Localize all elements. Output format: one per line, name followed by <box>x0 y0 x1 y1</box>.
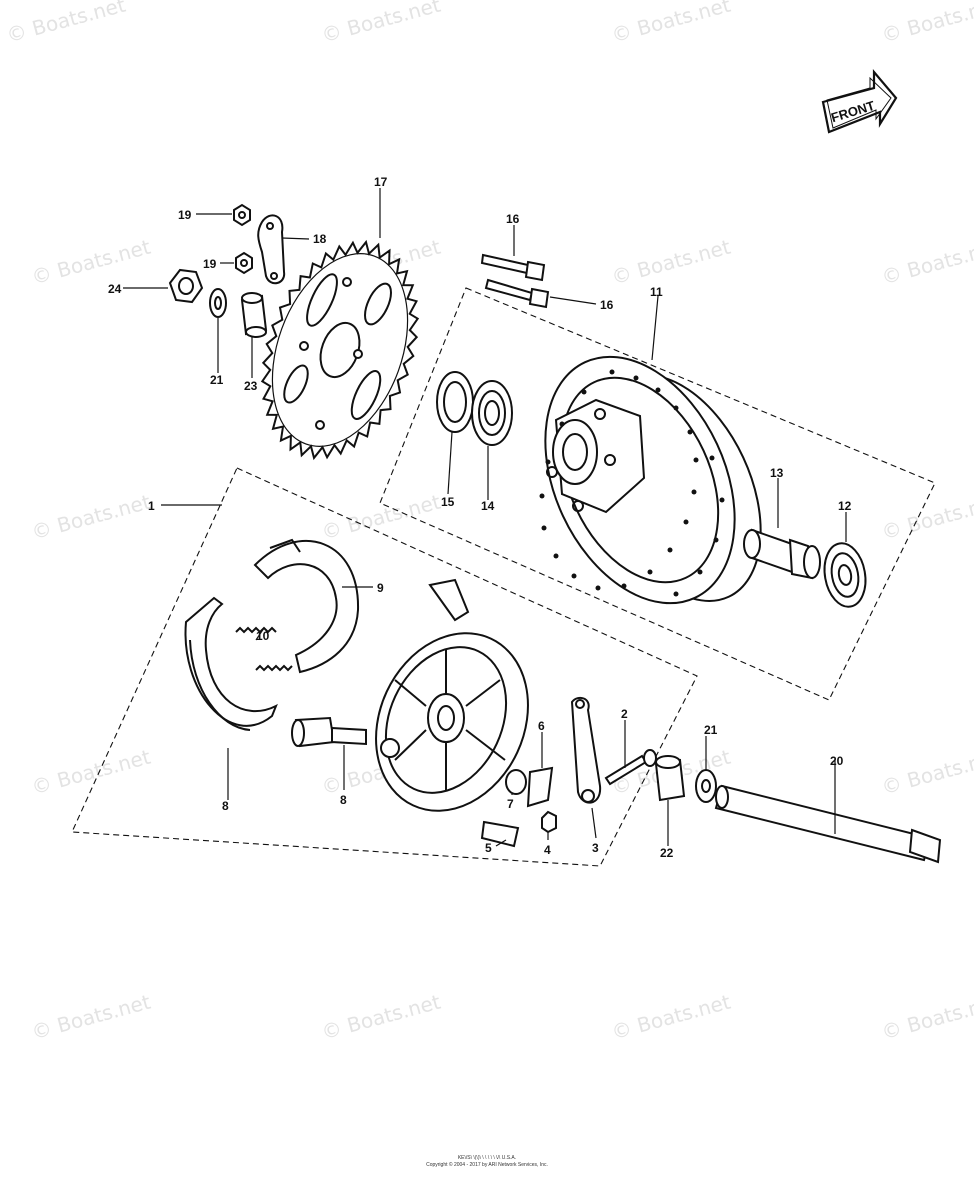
callout-5: 5 <box>485 841 492 855</box>
nut-4 <box>541 810 557 834</box>
brake-group-boundary <box>71 467 698 867</box>
wheel-hub <box>539 355 762 605</box>
callout-12: 12 <box>838 499 852 513</box>
collar-23 <box>240 292 268 338</box>
bearing-14 <box>471 380 513 446</box>
brake-shoe-6 <box>184 596 278 731</box>
callout-21-left: 21 <box>210 373 224 387</box>
callout-10: 10 <box>256 629 270 643</box>
springs-10 <box>235 626 293 672</box>
nut-19-upper <box>233 203 251 227</box>
brake-panel <box>375 578 529 812</box>
spacer-13 <box>743 528 821 580</box>
callout-3: 3 <box>592 841 599 855</box>
footer-line-1: KE\/S\ \(\)\ \ \ \ \ \ \/\ U.S.A. <box>457 1155 517 1161</box>
front-arrow-icon: FRONT <box>821 68 898 134</box>
bolt-16-lower <box>484 278 550 309</box>
footer-copyright: Copyright © 2004 - 2017 by ARI Network S… <box>426 1162 548 1168</box>
cam-lever-3 <box>570 696 602 804</box>
callout-6: 6 <box>538 719 545 733</box>
callout-21-right: 21 <box>704 723 718 737</box>
washer-21-right <box>695 769 717 803</box>
bolt-2 <box>604 754 648 786</box>
callout-7: 7 <box>507 797 514 811</box>
brake-cam-8 <box>291 716 367 748</box>
washer-21 <box>209 288 227 318</box>
collar-22 <box>654 755 686 802</box>
callout-13: 13 <box>770 466 784 480</box>
bolt-16-upper <box>480 253 546 282</box>
callout-18: 18 <box>313 232 327 246</box>
callout-24: 24 <box>108 282 122 296</box>
o-ring-7 <box>505 769 527 795</box>
callout-8-cam: 8 <box>340 793 347 807</box>
axle-20 <box>714 784 942 864</box>
callout-19-lower: 19 <box>203 257 217 271</box>
callout-20: 20 <box>830 754 844 768</box>
callout-19-upper: 19 <box>178 208 192 222</box>
wear-indicator <box>526 766 554 808</box>
callout-16-lower: 16 <box>600 298 614 312</box>
bearing-12 <box>823 542 867 608</box>
callout-9: 9 <box>377 581 384 595</box>
callout-4: 4 <box>544 843 551 857</box>
callout-8-shoe: 8 <box>222 799 229 813</box>
callout-23: 23 <box>244 379 258 393</box>
oil-seal-15 <box>436 371 474 433</box>
callout-numbers: 1 2 3 4 5 6 7 8 8 9 10 11 12 13 14 15 16… <box>108 175 852 860</box>
seal-5 <box>480 820 520 848</box>
callout-2: 2 <box>621 707 628 721</box>
sprocket <box>260 239 420 461</box>
callout-14: 14 <box>481 499 495 513</box>
leader-lines <box>123 188 847 847</box>
callout-22: 22 <box>660 846 674 860</box>
callout-11: 11 <box>650 285 663 299</box>
callout-16-upper: 16 <box>506 212 520 226</box>
brake-shoe-9 <box>253 538 360 674</box>
nut-19-lower <box>235 251 253 275</box>
nut-24 <box>168 268 204 304</box>
callout-15: 15 <box>441 495 455 509</box>
callout-1: 1 <box>148 499 155 513</box>
lock-plate <box>257 214 286 285</box>
callout-17: 17 <box>374 175 388 189</box>
